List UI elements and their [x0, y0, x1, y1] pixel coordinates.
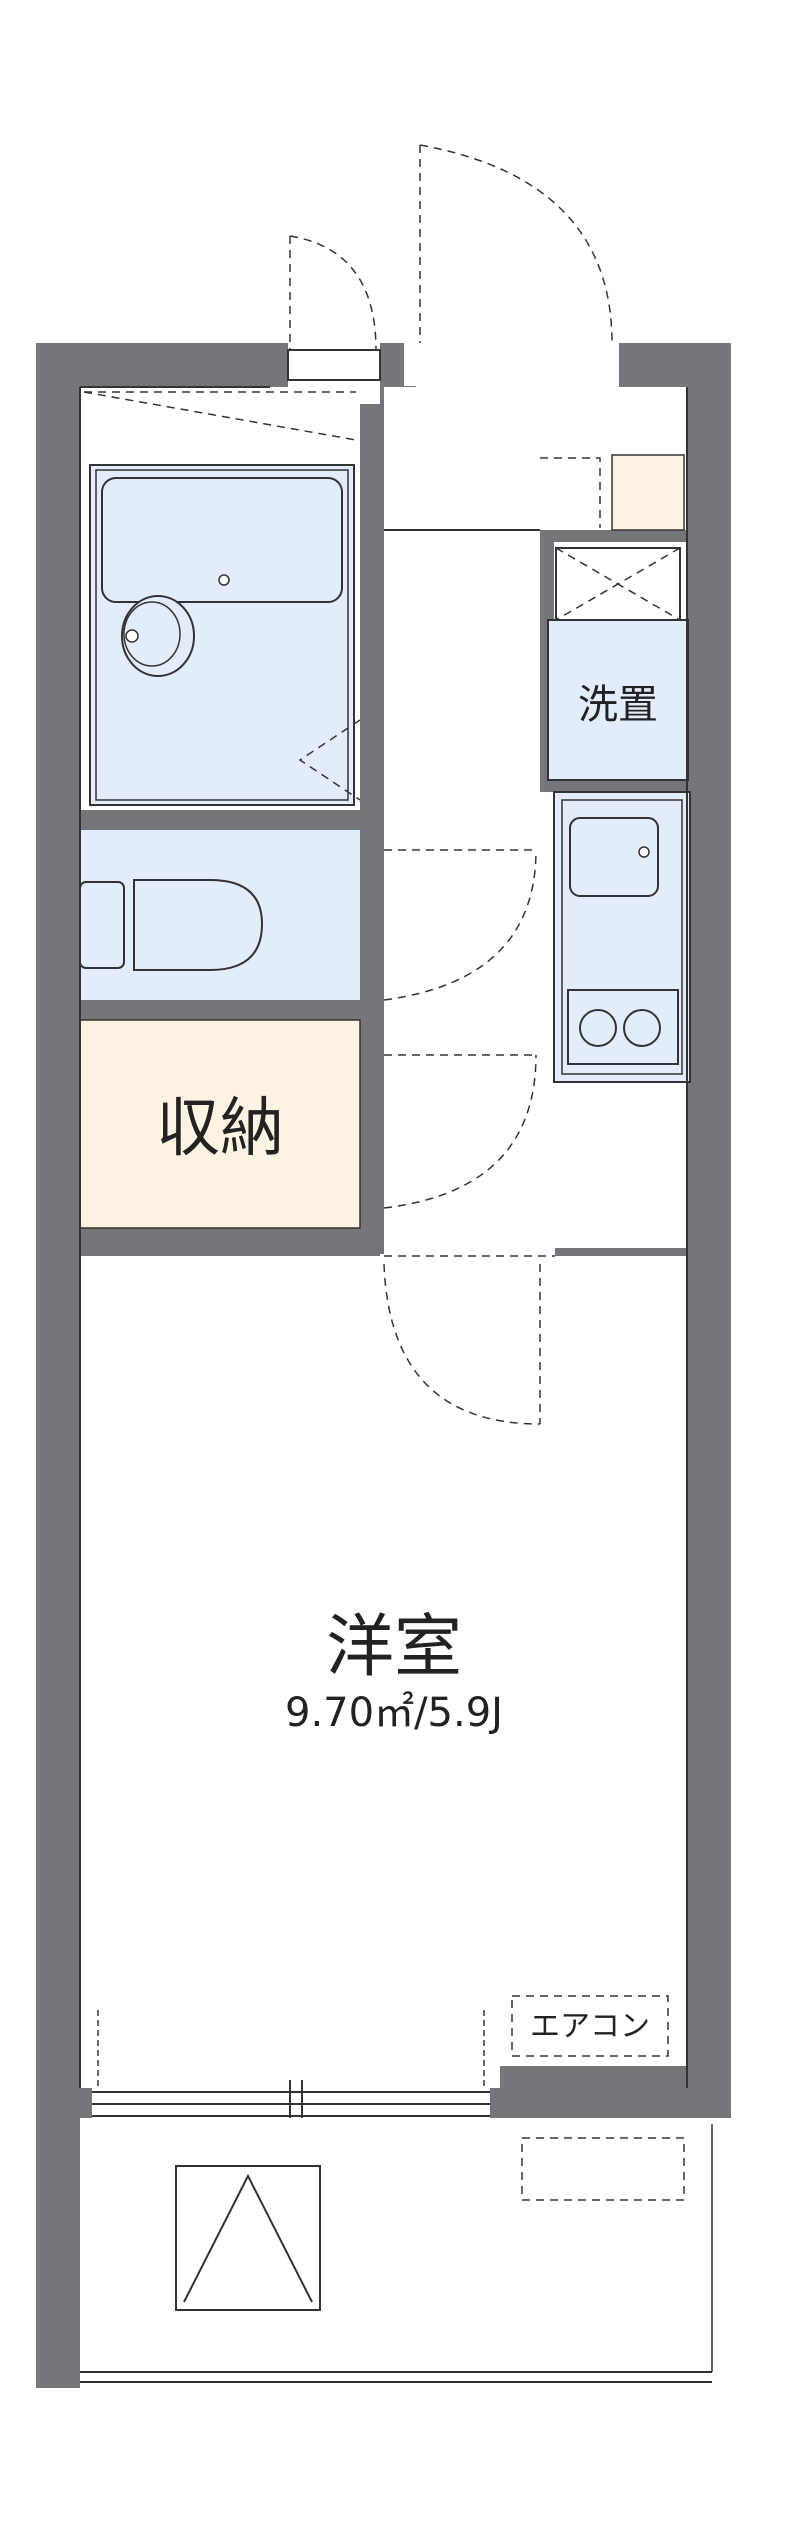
- balcony: [80, 2118, 720, 2383]
- washer-space: 洗置: [547, 547, 689, 781]
- sink: [569, 817, 659, 897]
- entry-step: [287, 349, 381, 381]
- bathtub-inner: [101, 477, 343, 603]
- storage-door: [383, 1054, 537, 1209]
- balcony-window: [36, 2010, 731, 2128]
- western-room: 洋室 9.70㎡/5.9J: [80, 1256, 687, 2088]
- wall-outlines: [79, 386, 688, 2088]
- aircon: エアコン: [500, 1995, 690, 2088]
- western-room-area: 9.70㎡/5.9J: [285, 1690, 503, 1736]
- entrance-doors: [289, 144, 613, 351]
- bathroom: [80, 387, 361, 810]
- western-room-label: 洋室: [326, 1608, 462, 1687]
- corridor: [384, 387, 687, 531]
- storage-label: 収納: [156, 1092, 284, 1166]
- aircon-label: エアコン: [530, 2009, 650, 2044]
- washer-label: 洗置: [578, 682, 658, 728]
- exterior-walls: [36, 343, 731, 2388]
- toilet-door: [383, 849, 537, 1001]
- room-door: [383, 1255, 555, 1425]
- toilet-room: [79, 830, 360, 1000]
- interior-walls: [76, 404, 690, 1254]
- evacuation-hatch: [175, 2165, 321, 2311]
- storage-room: 収納: [79, 1019, 361, 1229]
- shoe-cabinet: [611, 454, 685, 531]
- toilet-bowl: [133, 879, 264, 971]
- kitchen: [553, 791, 691, 1083]
- tub-drain: [218, 574, 230, 586]
